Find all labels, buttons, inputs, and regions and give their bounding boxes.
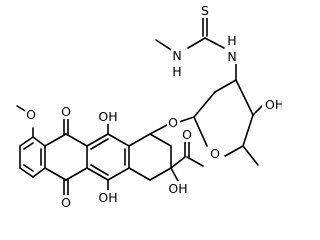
bond-ar-double-1 <box>23 142 34 150</box>
methoxy-oxygen-label: O <box>26 107 36 122</box>
bond-sugar-3 <box>193 116 208 147</box>
sugar-ring <box>178 79 263 166</box>
bond-acetyl-1 <box>170 156 186 169</box>
thiourea-group <box>155 17 237 81</box>
bond-ar-5 <box>19 167 34 178</box>
hydrogen-atom-label-right: H <box>227 33 236 48</box>
bond-sugar-1 <box>214 79 237 93</box>
ring-hydroxyl-bottom-label: OH <box>98 190 117 205</box>
ring-quinone <box>44 117 88 197</box>
bond-q-2 <box>65 133 88 147</box>
bond-s-5 <box>128 167 151 181</box>
bond-s-2 <box>149 133 172 147</box>
sugar-ring-oxygen-label: O <box>210 146 220 161</box>
bond-sugar-4 <box>224 145 244 157</box>
bond-ar-double-3 <box>23 164 34 172</box>
atom-labels: S N H H N OH O O O O O OH OH O OH <box>25 3 282 210</box>
bond-c-n-right <box>204 37 225 49</box>
nitrogen-atom-label-right: N <box>227 49 236 64</box>
acetyl-oxygen-label: O <box>182 127 192 142</box>
quinone-oxygen-bottom-label: O <box>61 195 71 210</box>
bond-sugar-6 <box>235 79 254 116</box>
bond-ar-4 <box>32 167 46 178</box>
sulfur-atom-label: S <box>201 3 209 18</box>
bond-sugar-methyl <box>242 145 259 166</box>
bond-m-double-3 <box>90 164 109 176</box>
tertiary-hydroxyl-label: OH <box>168 181 187 196</box>
bond-acetyl-methyl <box>186 156 204 167</box>
nitrogen-atom-label-left: N <box>172 48 181 63</box>
bond-s-1 <box>128 133 151 147</box>
molecule-structure: S N H H N OH O O O O O OH OH O OH <box>16 3 282 210</box>
ring-hydroxyl-top-label: OH <box>98 109 117 124</box>
glycosidic-oxygen-label: O <box>168 115 178 130</box>
bond-q-5 <box>44 167 67 181</box>
quinone-oxygen-top-label: O <box>61 104 71 119</box>
bond-sugar-oh <box>252 105 263 116</box>
bond-ar-1 <box>19 136 34 147</box>
bond-m-2 <box>107 133 130 147</box>
bond-tertiary-oh <box>170 167 179 182</box>
bond-s-glycosidic <box>149 124 168 135</box>
bond-c-n-left <box>187 37 206 49</box>
bond-sugar-5 <box>242 114 254 147</box>
bond-m-1 <box>86 133 109 147</box>
ring-saturated-right <box>128 124 204 182</box>
sugar-hydroxyl-label: OH <box>265 97 282 112</box>
bond-s-4 <box>149 167 172 181</box>
bond-q-1 <box>44 133 67 147</box>
molecule-canvas: S N H H N OH O O O O O OH OH O OH <box>16 3 282 210</box>
bond-m-double-1 <box>90 138 109 150</box>
bond-m-5 <box>86 167 109 181</box>
hydrogen-atom-label-left: H <box>172 64 181 79</box>
bond-sugar-2 <box>193 91 216 118</box>
bond-ar-2 <box>32 136 46 147</box>
bond-m-4 <box>107 167 130 181</box>
ring-aromatic-middle <box>86 123 130 191</box>
bond-sugar-glycosidic <box>178 116 195 123</box>
bond-q-4 <box>65 167 88 181</box>
